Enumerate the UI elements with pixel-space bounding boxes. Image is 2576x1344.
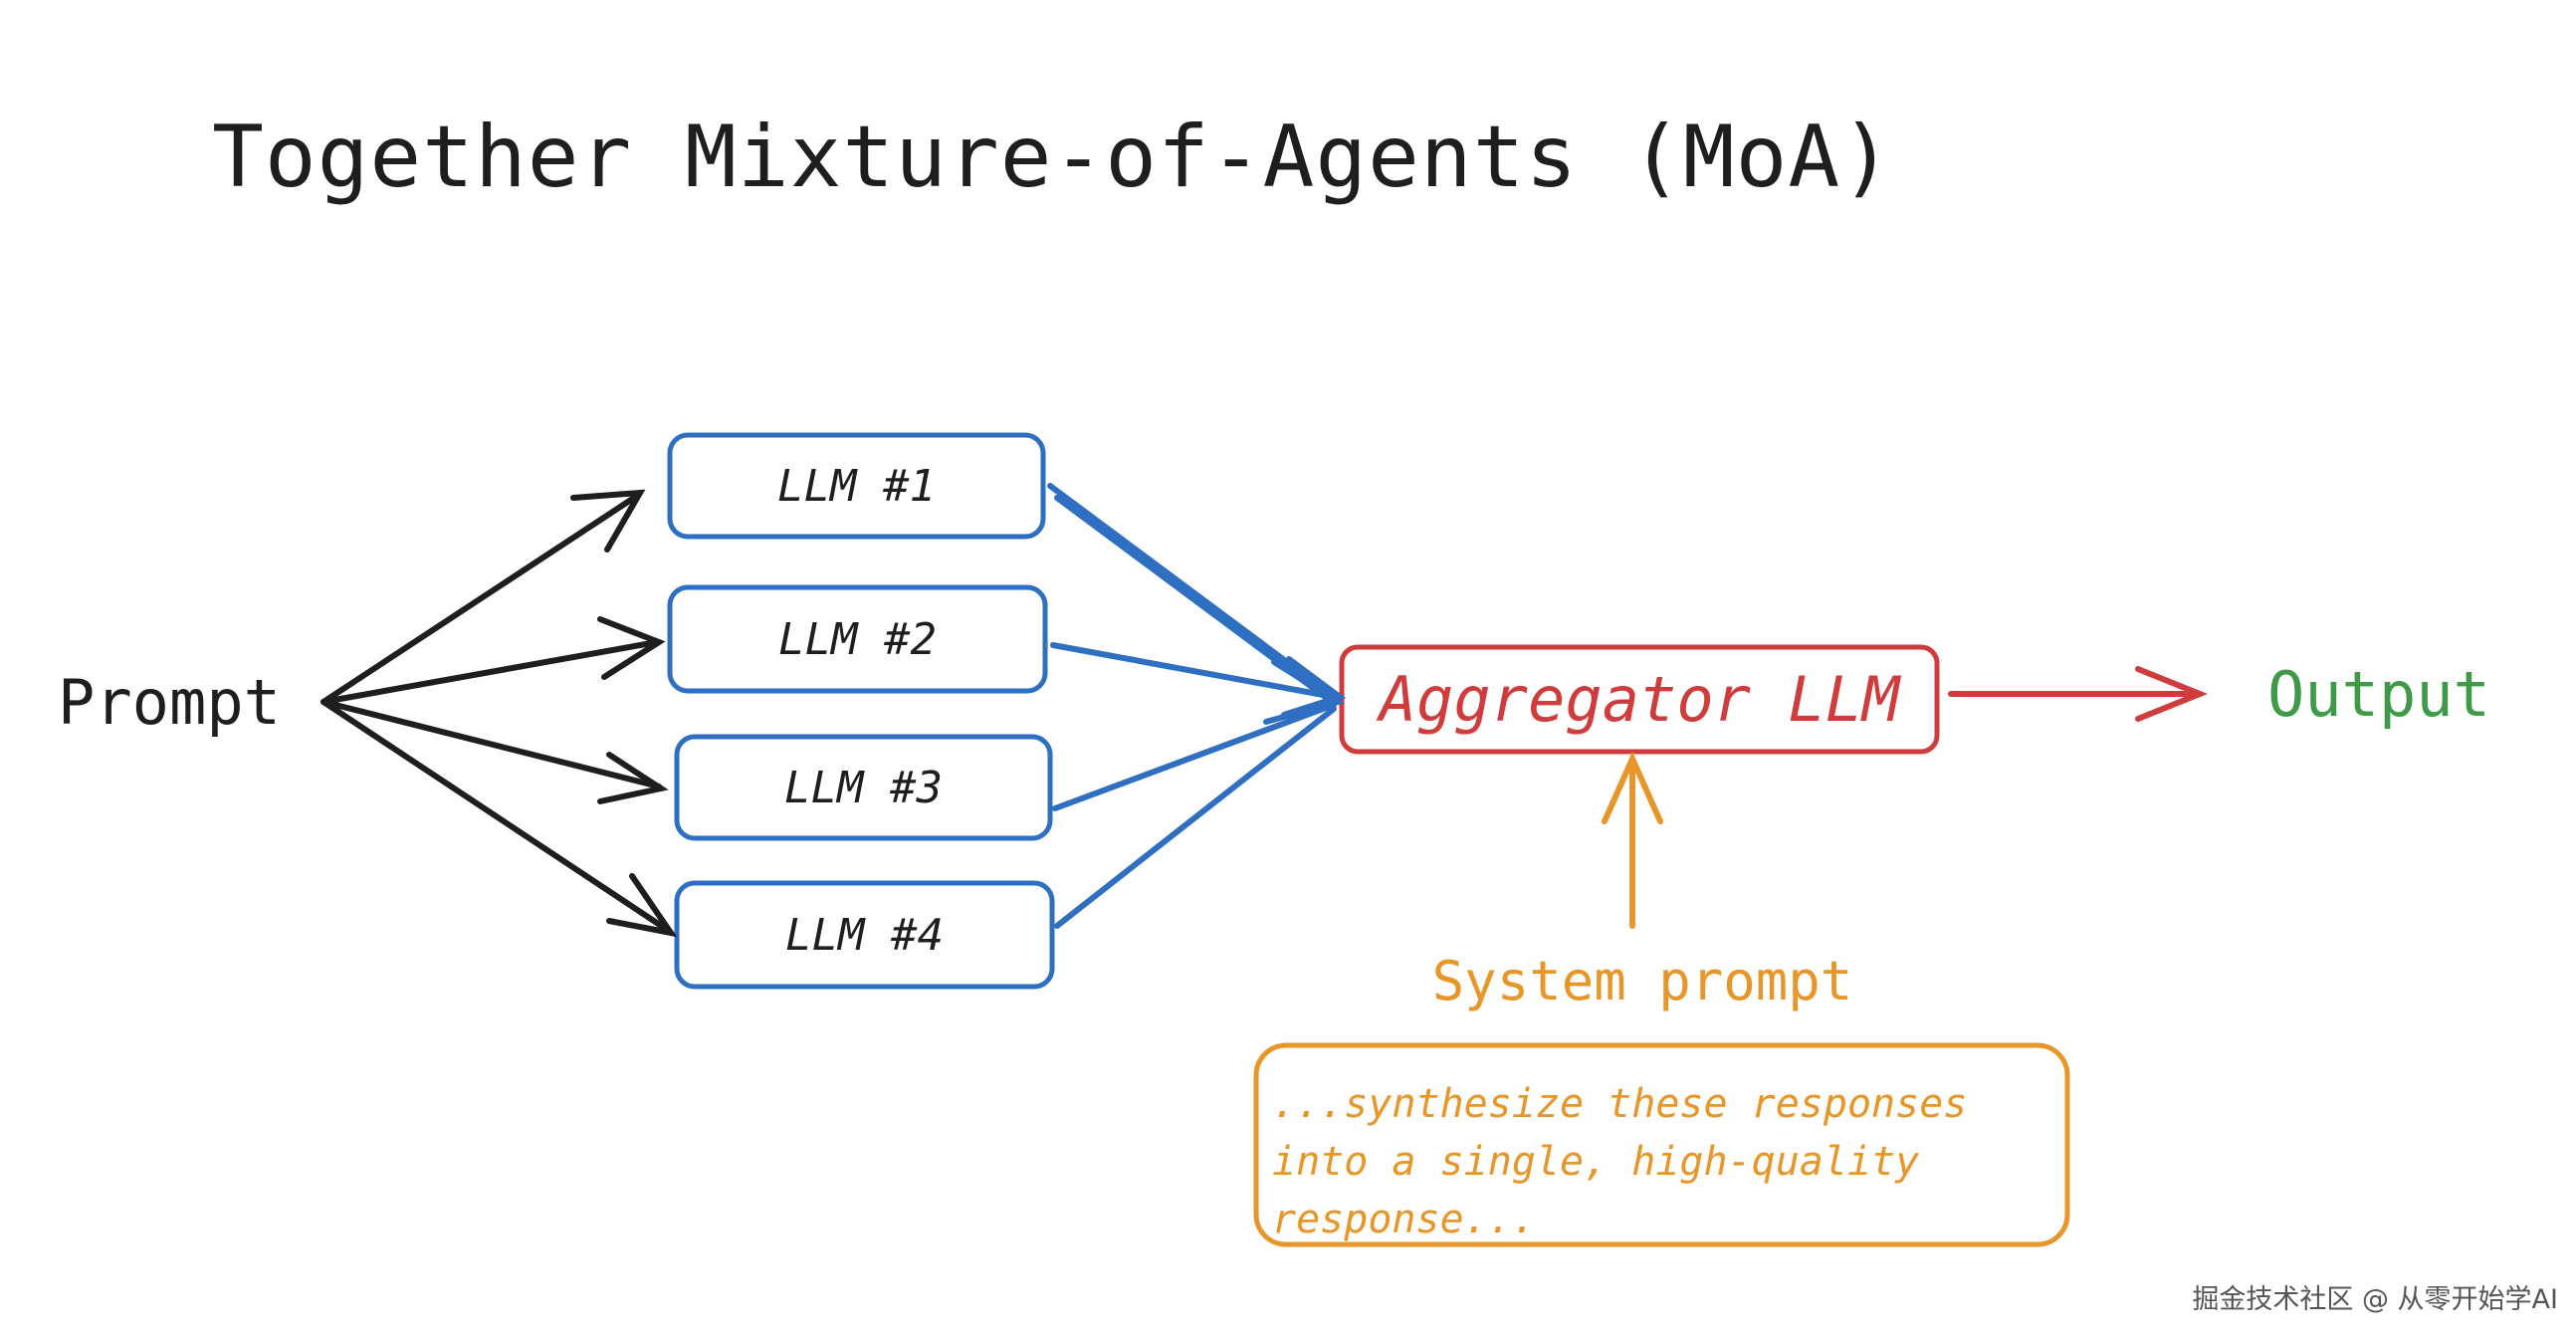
llm-4-label: LLM #4 xyxy=(785,909,944,961)
diagram-title: Together Mixture-of-Agents (MoA) xyxy=(212,108,1893,207)
system-prompt-box xyxy=(1253,1042,2070,1247)
llm-to-aggregator-arrows xyxy=(1047,483,1347,929)
llm-3-label: LLM #3 xyxy=(784,762,943,813)
llm-4-box xyxy=(674,880,1055,990)
system-prompt-arrow xyxy=(1602,751,1663,929)
watermark: 掘金技术社区 @ 从零开始学AI xyxy=(2192,1284,2558,1315)
prompt-label: Prompt xyxy=(58,665,281,739)
output-label: Output xyxy=(2267,658,2490,731)
llm-1-box xyxy=(667,432,1046,540)
output-arrow xyxy=(1948,666,2209,722)
system-prompt-text: ...synthesize these responses into a sin… xyxy=(1272,1081,1968,1242)
llm-2-label: LLM #2 xyxy=(778,613,937,665)
llm-2-box xyxy=(667,584,1048,694)
llm-3-box xyxy=(674,734,1053,841)
aggregator-label: Aggregator LLM xyxy=(1379,663,1900,736)
system-prompt-label: System prompt xyxy=(1431,949,1853,1012)
prompt-arrows xyxy=(321,489,678,938)
llm-1-label: LLM #1 xyxy=(777,460,936,512)
